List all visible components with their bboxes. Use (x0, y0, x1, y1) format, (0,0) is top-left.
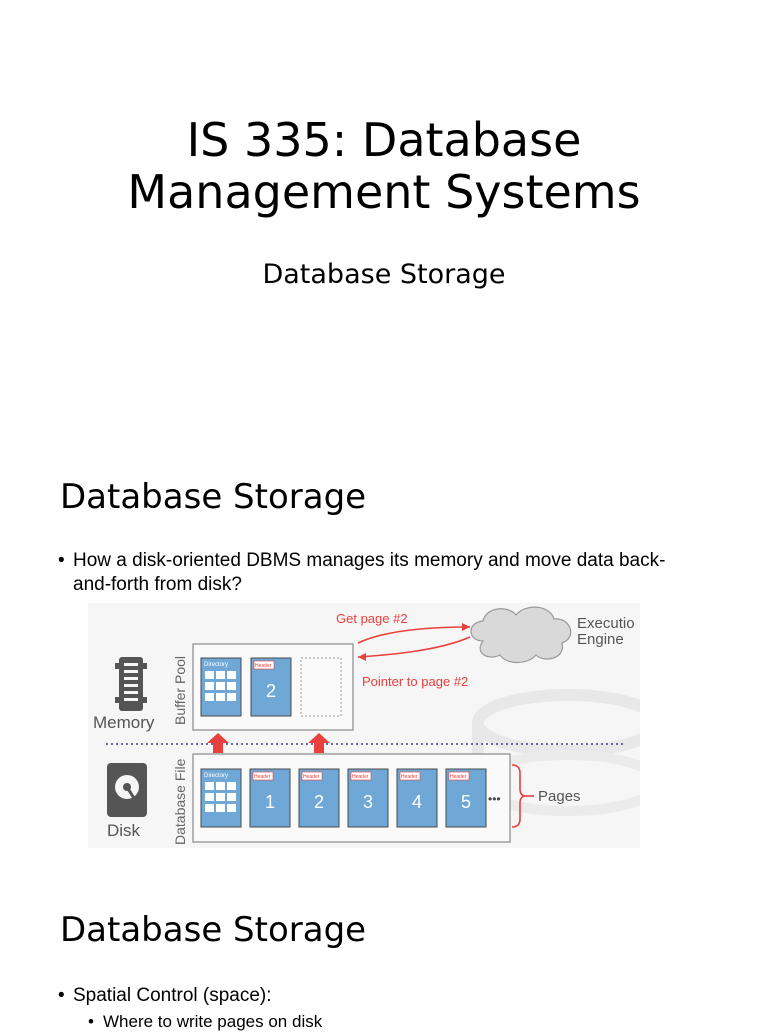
header-label: Header (450, 774, 467, 780)
header-label: Header (401, 774, 418, 780)
slide-subtitle: Database Storage (262, 259, 506, 290)
content-slide-spatial-control: Database Storage • Spatial Control (spac… (0, 880, 768, 1031)
title-slide: IS 335: Database Management Systems Data… (0, 0, 768, 440)
disk-directory-page: Directory (200, 768, 242, 828)
directory-label: Directory (204, 662, 228, 668)
hard-disk-icon (107, 763, 147, 817)
get-page-arrowhead (462, 623, 470, 631)
more-pages-ellipsis: ••• (488, 792, 501, 806)
disk-page-2: Header 2 (298, 768, 340, 828)
slide-heading: Database Storage (60, 910, 367, 950)
disk-page-number: 1 (265, 792, 275, 812)
disk-label: Disk (107, 821, 141, 840)
bullet-line-2: and-forth from disk? (73, 574, 242, 595)
buffer-pool-label: Buffer Pool (172, 656, 188, 725)
title-line-1: IS 335: Database (186, 113, 582, 167)
pages-bracket (511, 764, 527, 828)
header-label: Header (303, 774, 320, 780)
header-label: Header (254, 774, 271, 780)
buffer-page-number: 2 (266, 681, 276, 701)
bullet-text: Spatial Control (space): (73, 985, 272, 1006)
pointer-arrowhead (358, 653, 366, 661)
bullet-dot: • (58, 550, 65, 571)
bullet-item: • Spatial Control (space): (58, 984, 718, 1008)
sub-bullet-dot: • (88, 1012, 94, 1031)
header-label: Header (255, 663, 272, 669)
buffer-directory-page: Directory (200, 657, 242, 717)
header-label: Header (352, 774, 369, 780)
engine-label-line-1: Executio (577, 615, 635, 632)
memory-chip-icon (115, 657, 147, 711)
disk-page-number: 3 (363, 792, 373, 812)
buffer-pool-diagram: Executio Engine Get page #2 Pointer to p… (88, 603, 664, 848)
pointer-label: Pointer to page #2 (362, 674, 468, 689)
disk-page-number: 2 (314, 792, 324, 812)
load-arrows (207, 733, 330, 753)
database-file-label: Database File (172, 758, 188, 845)
disk-page-1: Header 1 (249, 768, 291, 828)
get-page-arrow (357, 626, 471, 644)
content-slide-storage-diagram: Database Storage • How a disk-oriented D… (0, 445, 768, 875)
sub-bullet-item: • Where to write pages on disk (88, 1011, 688, 1033)
slide-heading: Database Storage (60, 477, 367, 517)
disk-page-number: 5 (461, 792, 471, 812)
disk-directory-label: Directory (204, 773, 228, 779)
execution-engine-cloud (470, 606, 572, 664)
slide-title: IS 335: Database Management Systems (0, 114, 768, 218)
sub-bullet-text: Where to write pages on disk (103, 1012, 323, 1031)
disk-page-number: 4 (412, 792, 422, 812)
empty-buffer-frame (300, 657, 342, 717)
get-page-label: Get page #2 (336, 611, 408, 626)
pages-label: Pages (538, 788, 581, 805)
memory-label: Memory (93, 713, 155, 732)
disk-page-4: Header 4 (396, 768, 438, 828)
disk-pages: Header 1 Header 2 Header 3 Header 4 Header 5 (249, 768, 487, 828)
pointer-arrow (357, 636, 471, 658)
engine-label-line-2: Engine (577, 631, 624, 648)
disk-page-5: Header 5 (445, 768, 487, 828)
disk-page-3: Header 3 (347, 768, 389, 828)
bullet-item: • How a disk-oriented DBMS manages its m… (58, 549, 718, 597)
bullet-line-1: How a disk-oriented DBMS manages its mem… (73, 550, 666, 571)
bullet-dot: • (58, 985, 65, 1006)
title-line-2: Management Systems (127, 165, 641, 219)
buffer-page-2: Header 2 (250, 657, 292, 717)
